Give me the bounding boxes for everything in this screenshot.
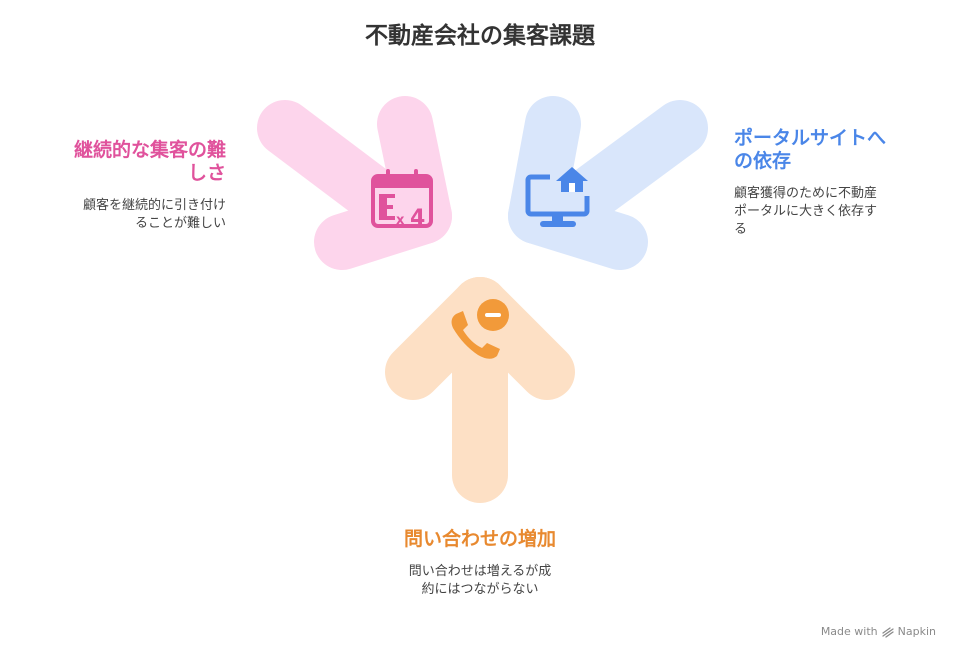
- description-line: 問い合わせは増えるが成: [408, 564, 552, 579]
- heading-line: ポータルサイトへ: [734, 127, 887, 149]
- blue-arrow: [508, 96, 708, 270]
- computer-upload-icon: [525, 167, 590, 227]
- footer-brand: Napkin: [897, 625, 936, 638]
- footer-made-with: Made with: [820, 625, 878, 638]
- napkin-logo-icon: [881, 626, 894, 638]
- heading-line: しさ: [187, 162, 226, 184]
- item-heading: ポータルサイトへ の依存: [734, 127, 910, 173]
- item-inquiry-increase: 問い合わせの増加 問い合わせは増えるが成 約にはつながらない: [380, 528, 580, 599]
- item-description: 問い合わせは増えるが成 約にはつながらない: [380, 563, 580, 599]
- heading-line: の依存: [734, 150, 792, 172]
- phone-minus-icon: [451, 299, 509, 359]
- item-heading: 問い合わせの増加: [403, 528, 556, 550]
- description-line: ることが難しい: [134, 216, 226, 231]
- description-line: 顧客を継続的に引き付け: [82, 198, 226, 213]
- orange-arrow: [385, 277, 575, 503]
- heading-line: 継続的な集客の難: [73, 139, 226, 161]
- svg-text:4: 4: [410, 206, 425, 231]
- calendar-repeat-icon: x 4: [371, 169, 433, 231]
- description-line: 顧客獲得のために不動産: [734, 186, 878, 201]
- item-description: 顧客獲得のために不動産 ポータルに大きく依存す る: [734, 185, 910, 239]
- item-continuous-acquisition: 継続的な集客の難 しさ 顧客を継続的に引き付け ることが難しい: [40, 139, 226, 233]
- svg-text:x: x: [396, 213, 405, 228]
- description-line: ポータルに大きく依存す: [734, 204, 878, 219]
- item-portal-dependency: ポータルサイトへ の依存 顧客獲得のために不動産 ポータルに大きく依存す る: [734, 127, 910, 239]
- description-line: る: [734, 222, 748, 237]
- item-heading: 継続的な集客の難 しさ: [40, 139, 226, 185]
- page-title: 不動産会社の集客課題: [365, 23, 595, 49]
- description-line: 約にはつながらない: [421, 582, 539, 597]
- item-description: 顧客を継続的に引き付け ることが難しい: [40, 197, 226, 233]
- napkin-footer[interactable]: Made with Napkin: [821, 625, 936, 638]
